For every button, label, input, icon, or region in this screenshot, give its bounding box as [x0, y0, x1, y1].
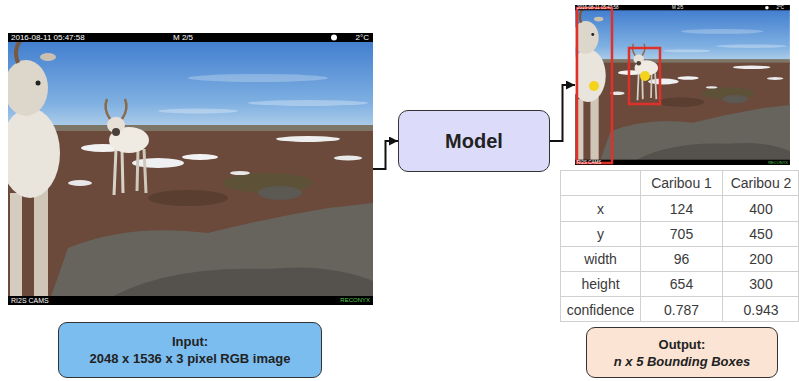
table-cell: Caribou 2 [723, 171, 799, 195]
detection-overlay [577, 8, 660, 163]
table-cell: 705 [641, 222, 722, 246]
photo-overlay-text: RECONYX [768, 160, 788, 165]
box-text: n x 5 Bounding Boxes [614, 353, 751, 370]
output-thumbnail: 2016-08-11 05:47:58 M 2/5 2°C RI2S CAMS RECO… [575, 5, 790, 165]
output-label-box: Output:n x 5 Bounding Boxes [586, 327, 778, 378]
art-shape [560, 296, 799, 297]
art-shape [560, 246, 799, 247]
art-shape [722, 170, 723, 322]
table-cell: 0.787 [641, 297, 722, 322]
box-text: 2048 x 1536 x 3 pixel RGB image [90, 350, 291, 367]
center-dot [589, 81, 599, 91]
table-cell: Caribou 1 [641, 171, 722, 195]
box-heading: Output: [659, 336, 706, 353]
photo-overlay-text: RI2S CAMS [577, 160, 601, 165]
table-cell: 654 [641, 272, 722, 296]
table-cell: height [561, 272, 640, 296]
flow-arrow [373, 141, 398, 169]
camera-photo: 2016-08-11 05:47:58 M 2/5 2°C RI2S CAMS RECO… [8, 33, 373, 305]
table-cell: 96 [641, 247, 722, 271]
table-grid [560, 170, 799, 322]
photo-overlay-text: M 2/5 [173, 33, 193, 42]
input-label-box: Input:2048 x 1536 x 3 pixel RGB image [58, 322, 322, 378]
art-shape [640, 170, 641, 322]
photo-overlay-text: 2016-08-11 05:47:58 [11, 33, 85, 42]
table-cell: x [561, 196, 640, 221]
photo-overlay-text: 2°C [776, 5, 784, 10]
table-cell: confidence [561, 297, 640, 322]
center-dot [640, 71, 650, 81]
camera-photo-image [0, 33, 373, 305]
table-cell: 0.943 [723, 297, 799, 322]
art-shape [560, 271, 799, 272]
art-shape [560, 195, 799, 196]
flow-arrow [550, 85, 575, 141]
table-cell: 124 [641, 196, 722, 221]
photo-overlay-text: 2016-08-11 05:47:58 [577, 5, 618, 10]
art-shape [560, 221, 799, 222]
box-heading: Model [445, 128, 503, 154]
table-cell: 400 [723, 196, 799, 221]
thumbnail-image [570, 5, 789, 165]
bounding-box [577, 8, 612, 163]
table-cell: y [561, 222, 640, 246]
photo-overlay-text: RI2S CAMS [11, 296, 49, 305]
photo-overlay-text: 2°C [356, 33, 369, 42]
table-cell: 300 [723, 272, 799, 296]
photo-overlay-text: RECONYX [340, 296, 370, 305]
photo-overlay-text: M 2/5 [672, 5, 683, 10]
art-shape [561, 171, 799, 322]
table-cell: 450 [723, 222, 799, 246]
model-box: Model [398, 110, 550, 172]
table-cell: 200 [723, 247, 799, 271]
box-heading: Input: [172, 333, 208, 350]
table-cell: width [561, 247, 640, 271]
bounding-box [629, 48, 660, 104]
